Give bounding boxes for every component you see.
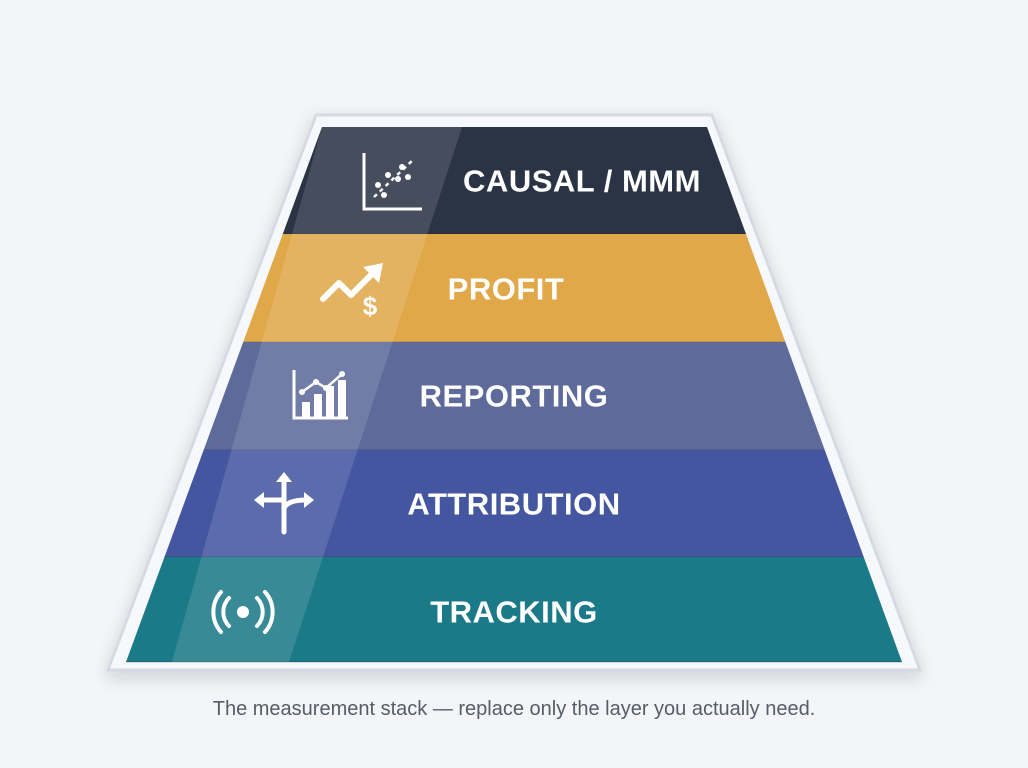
pyramid-layer-attribution [164, 450, 864, 557]
layer-label-causal-mmm: CAUSAL / MMM [463, 163, 701, 199]
layer-label-reporting: REPORTING [419, 378, 609, 414]
pyramid-layer-causal-mmm [282, 127, 746, 234]
broadcast-icon [211, 590, 275, 634]
diagram-caption: The measurement stack — replace only the… [212, 698, 816, 720]
bar-chart-icon [292, 370, 348, 420]
layer-label-profit: PROFIT [447, 271, 565, 307]
layer-label-tracking: TRACKING [430, 594, 598, 630]
layer-label-attribution: ATTRIBUTION [407, 486, 621, 522]
scatter-plot-icon [362, 153, 422, 211]
pyramid-layer-reporting [203, 342, 825, 450]
pyramid-layer-profit [243, 234, 786, 342]
pyramid-layer-tracking [126, 557, 902, 662]
split-arrows-icon [254, 472, 314, 535]
svg-text:$: $ [363, 291, 378, 321]
profit-trend-icon: $ [320, 263, 383, 321]
